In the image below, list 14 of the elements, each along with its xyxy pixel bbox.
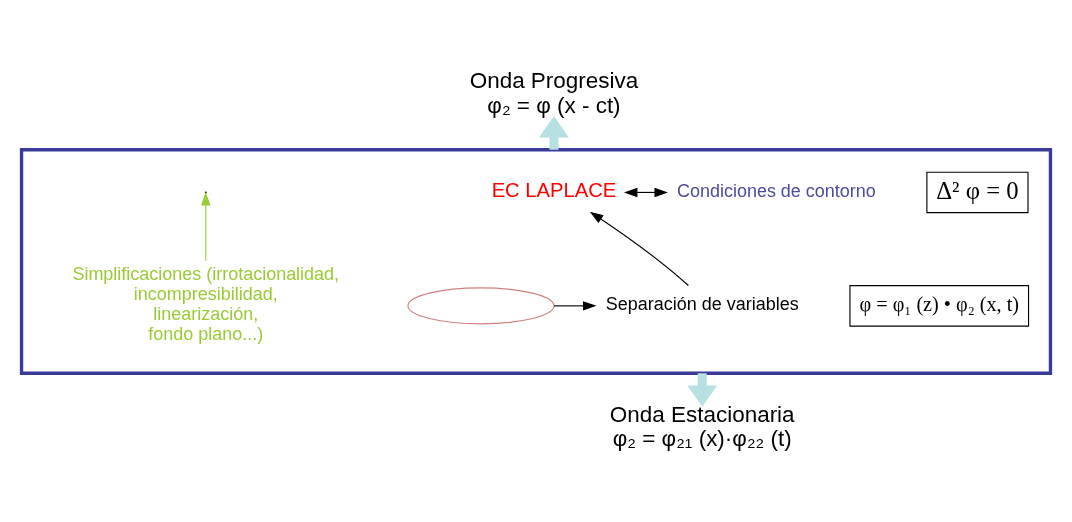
arrow [623, 187, 668, 197]
arrow [589, 211, 689, 286]
node-box: Δ² φ = 0 [926, 171, 1029, 213]
node-text: EC LAPLACE [491, 178, 617, 201]
arrow [553, 300, 597, 311]
node-text: Onda Progresiva φ₂ = φ (x - ct) [469, 67, 639, 118]
node-box: φ = φ₁ (z) • φ₂ (x, t) [849, 284, 1030, 327]
node-text: Simplificaciones (irrotacionalidad, incompresibilidad, linearización, fondo plano...) [72, 263, 340, 344]
cluster [19, 147, 1053, 375]
node-text: Separación de variables [605, 293, 799, 314]
arrow [201, 191, 211, 261]
node-text: Onda Estacionaria φ₂ = φ₂₁ (x)·φ₂₂ (t) [609, 401, 795, 451]
node-ellipse [407, 286, 555, 324]
node-text: Condiciones de contorno [676, 180, 876, 201]
